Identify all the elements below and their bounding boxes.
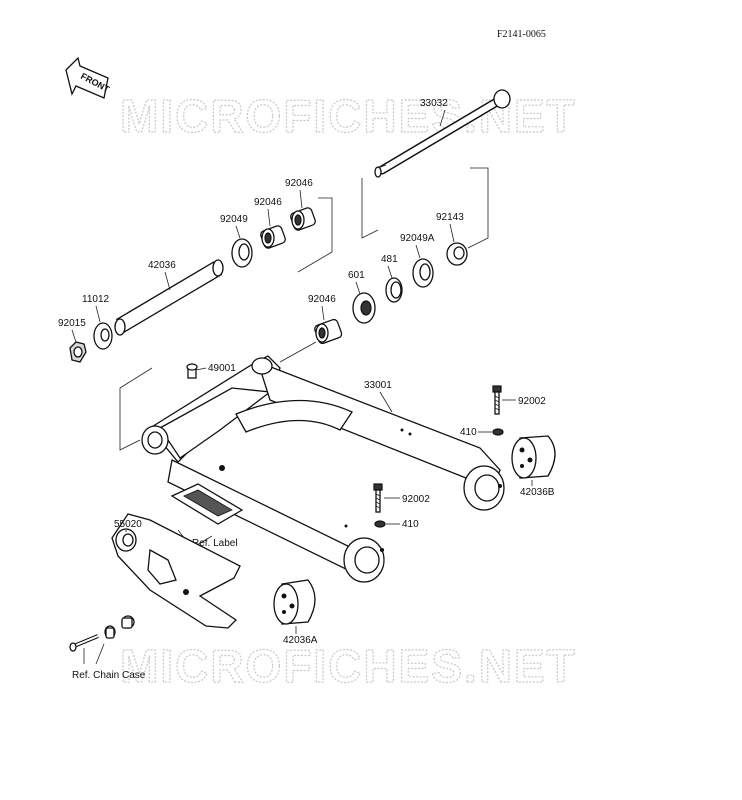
washer-upper — [492, 428, 504, 436]
nut-left — [69, 341, 87, 363]
front-arrow-icon: FRONT — [65, 56, 112, 99]
bolt-lower — [373, 483, 383, 513]
ring — [385, 277, 403, 303]
label-92143: 92143 — [436, 212, 464, 223]
label-33032: 33032 — [420, 98, 448, 109]
sleeve-tube — [114, 259, 224, 336]
watermark-bottom: MICROFICHES.NET — [120, 640, 577, 692]
label-92049: 92049 — [220, 214, 248, 225]
swing-arm — [141, 355, 505, 583]
label-plate — [170, 483, 244, 525]
washer-lower — [374, 520, 386, 528]
chain-adjuster-right — [511, 435, 556, 479]
label-33001: 33001 — [364, 380, 392, 391]
ref-chain-case-text: Ref. Chain Case — [72, 670, 146, 681]
needle-bearing-upper — [290, 207, 316, 231]
label-92046-mid: 92046 — [254, 197, 282, 208]
ball-bearing — [352, 292, 376, 324]
label-92046-low: 92046 — [308, 294, 336, 305]
collar-right — [446, 242, 468, 266]
grease-seal-left — [231, 238, 253, 268]
figure-code: F2141-0065 — [497, 29, 546, 40]
ref-label-text: Ref. Label — [192, 538, 238, 549]
grease-seal-right — [412, 258, 434, 288]
label-42036: 42036 — [148, 260, 176, 271]
label-410-lower: 410 — [402, 519, 419, 530]
label-42036A: 42036A — [283, 635, 318, 646]
label-410-upper: 410 — [460, 427, 477, 438]
grease-nipple — [186, 363, 198, 379]
label-92002-upper: 92002 — [518, 396, 546, 407]
chain-adjuster-left — [273, 579, 316, 625]
label-42036B: 42036B — [520, 487, 555, 498]
label-92015: 92015 — [58, 318, 86, 329]
collar — [93, 322, 113, 350]
chain-case-bolt — [69, 615, 135, 652]
needle-bearing-middle — [260, 225, 286, 249]
chain-case — [111, 513, 241, 629]
label-92046-top: 92046 — [285, 178, 313, 189]
label-481: 481 — [381, 254, 398, 265]
label-601: 601 — [348, 270, 365, 281]
label-92002-lower: 92002 — [402, 494, 430, 505]
label-92049A: 92049A — [400, 233, 435, 244]
needle-bearing-lower — [314, 318, 343, 345]
label-55020: 55020 — [114, 519, 142, 530]
bolt-upper — [492, 385, 502, 415]
label-11012: 11012 — [82, 294, 110, 305]
pivot-shaft — [374, 89, 511, 178]
label-49001: 49001 — [208, 363, 236, 374]
